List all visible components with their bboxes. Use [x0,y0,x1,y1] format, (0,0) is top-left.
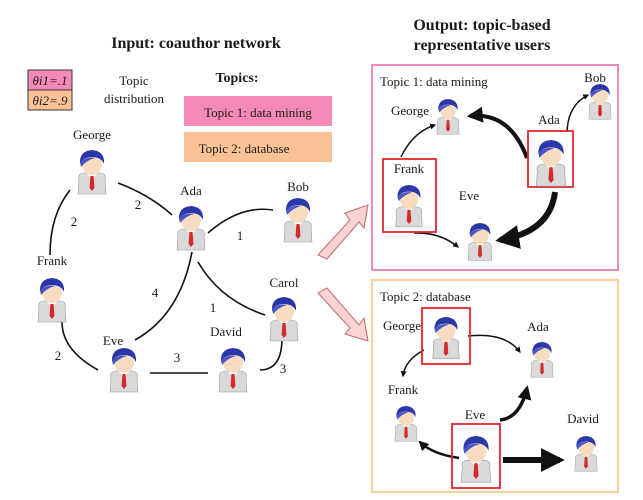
node-label: Frank [37,253,68,268]
person-icon [37,277,67,323]
output-title-line1: Output: topic-based [413,17,550,34]
topic1-box [184,96,332,126]
node-george: George [73,127,111,195]
node-ada: Ada [176,183,206,251]
node-eve: Eve [103,333,139,393]
p1-node-bob: Bob [584,70,612,120]
output-panel-topic1: Topic 1: data mining Bob George Ada Fran… [371,64,619,271]
node-label: Bob [287,179,309,194]
node-label: Eve [465,407,485,422]
theta2-swatch [27,89,73,111]
edge-ada-bob [207,208,274,234]
node-carol: Carol [269,275,299,342]
topics-header: Topics: [215,71,258,86]
arrow-frank-eve [413,232,459,248]
node-frank: Frank [37,253,68,323]
node-label: Ada [180,183,202,198]
edge-ada-eve [134,251,193,341]
node-label: Eve [459,188,479,203]
node-label: George [391,103,429,118]
arrow-ada-bob [566,94,590,133]
person-icon [283,197,313,243]
edge-george-frank [49,189,71,256]
panel1-border [371,64,619,271]
theta2-label: θi2=.9 [32,93,68,108]
arrow-eve-ada [499,385,532,422]
node-label: David [567,411,599,426]
topic2-label: Topic 2: database [199,141,290,156]
panel1-title: Topic 1: data mining [380,74,488,89]
p2-node-george: George [383,307,471,365]
weight-ada-eve: 4 [152,285,159,300]
weight-eve-david: 3 [174,350,181,365]
person-icon [218,347,248,393]
person-icon [109,347,139,393]
panel2-title: Topic 2: database [380,289,471,304]
weight-ada-carol: 1 [210,300,217,315]
arrow-eve-frank [418,440,460,460]
node-label: Frank [388,382,419,397]
weight-ada-bob: 1 [237,228,244,243]
edge-david-carol [259,337,283,371]
output-title-line2: representative users [414,37,551,54]
weight-george-ada: 2 [135,197,142,212]
output-panel-topic2: Topic 2: database George Ada Frank Eve [371,279,619,493]
transfer-arrow-topic1 [317,204,369,260]
p2-node-david: David [567,411,599,472]
weight-david-carol: 3 [280,361,287,376]
node-label: Ada [538,112,560,127]
edge-george-ada [117,182,173,216]
network-edges [49,182,283,374]
person-icon [77,149,107,195]
topic-distribution-label-line1: Topic [119,73,149,88]
arrow-frank-george [400,123,437,158]
topic-distribution-label-line2: distribution [104,91,164,106]
topic2-box [184,132,332,162]
panel2-arrows [400,334,565,472]
node-label: Carol [270,275,299,290]
p1-node-frank: Frank [382,158,437,233]
person-icon [269,296,299,342]
topic1-label: Topic 1: data mining [204,105,312,120]
node-label: David [210,324,242,339]
representative-highlight [451,423,501,489]
representative-highlight [421,307,471,365]
node-label: Eve [103,333,123,348]
p2-node-eve: Eve [451,407,501,489]
topic-distribution-legend: θi1=.1 θi2=.9 Topic distribution [27,69,164,111]
p2-node-ada: Ada [527,319,554,378]
p1-node-ada: Ada [527,112,574,188]
representative-highlight [527,130,574,188]
p1-node-eve: Eve [459,188,493,261]
input-title: Input: coauthor network [111,35,281,52]
arrow-george-frank [400,349,425,378]
arrow-ada-george [466,106,529,159]
arrow-george-ada [467,334,521,353]
person-icon [176,205,206,251]
node-david: David [210,324,248,393]
representative-highlight [382,158,437,233]
node-label: Bob [584,70,606,85]
arrow-ada-eve [495,191,558,249]
p2-node-frank: Frank [388,382,419,442]
weight-frank-eve: 2 [55,348,62,363]
node-label: Frank [394,161,425,176]
panel1-arrows [400,94,590,249]
transfer-arrow-topic2 [317,287,369,342]
p1-node-george: George [391,98,460,135]
node-label: Ada [527,319,549,334]
node-label: George [383,318,421,333]
theta1-label: θi1=.1 [32,73,67,88]
edge-ada-carol [197,261,266,316]
node-bob: Bob [283,179,313,243]
edge-frank-eve [61,321,99,371]
weight-george-frank: 2 [71,214,78,229]
node-label: George [73,127,111,142]
